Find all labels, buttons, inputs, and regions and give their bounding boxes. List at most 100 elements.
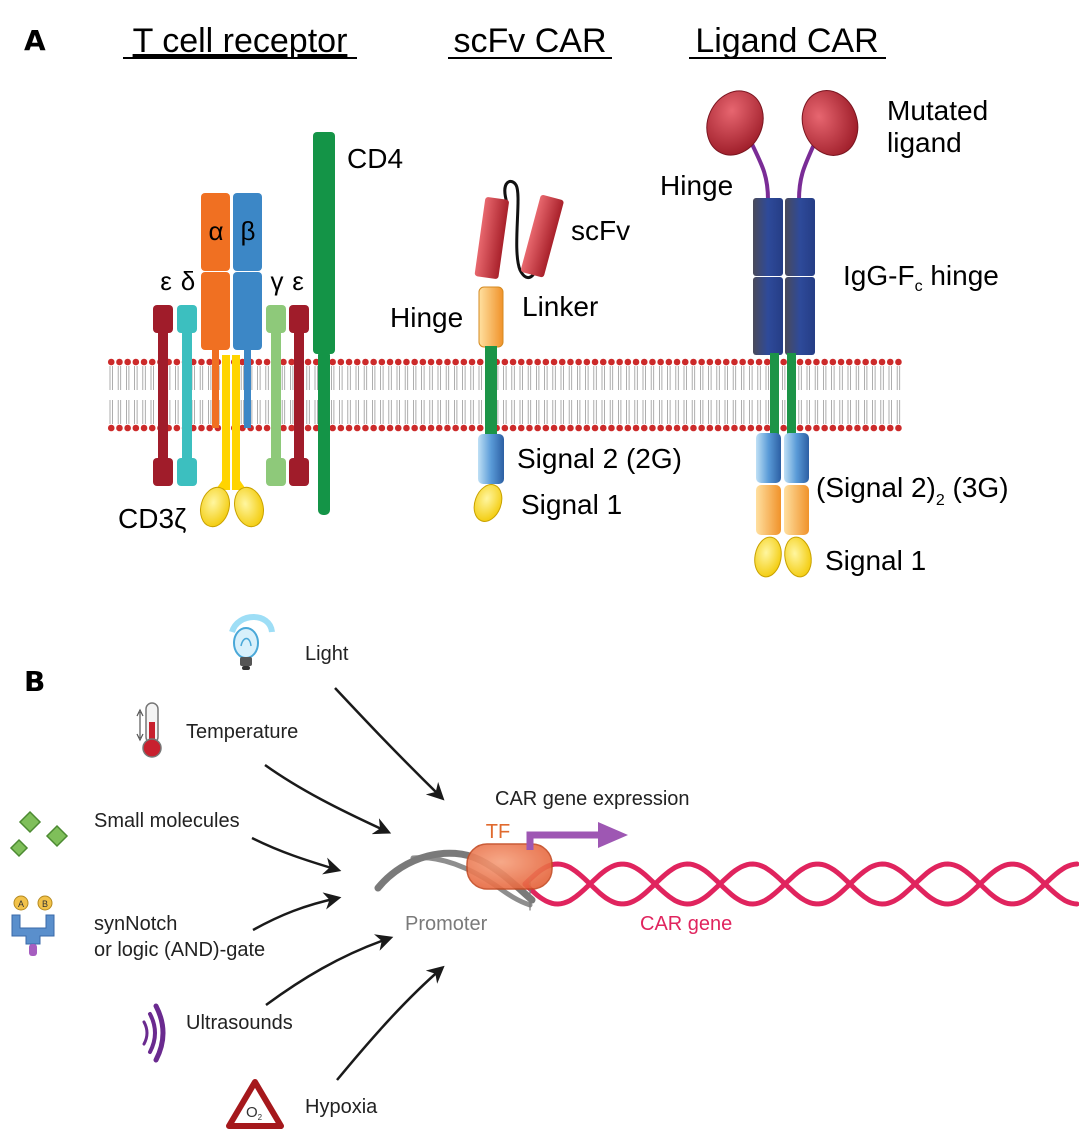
ligand-signal2-label: (Signal 2)2 (3G) [816,472,1009,509]
epsilon-right-label: ε [292,266,304,296]
scfv-signal2-domain [478,434,504,484]
scfv-label: scFv [571,215,630,246]
cd4-label: CD4 [347,143,403,174]
cd3-delta-top [177,305,197,333]
gamma-label: γ [271,266,284,296]
tcr-beta-top [233,193,262,271]
car-gene-label: CAR gene [640,913,732,935]
cd3-delta-stalk [182,330,192,460]
ligand-signal2-right-b [784,485,809,535]
ligand-signal1-left [754,536,782,578]
ligand-signal1-right [784,536,812,578]
hypoxia-warning-icon: O2 [226,1079,284,1129]
scfv-vl-domain [520,194,564,278]
tcr-alpha-top [201,193,230,271]
ligand-hinge-label: Hinge [660,170,733,201]
receptor-a-label: A [18,899,24,909]
cell-membrane [107,358,902,432]
tcr-complex: ε δ α β γ ε CD4 CD3ζ [118,132,403,534]
cd3-epsilon-right-stalk [294,330,304,460]
ligand-car: Mutated ligand Hinge IgG-Fc hinge (Signa… [660,90,1009,578]
synnotch-label-line2: or logic (AND)-gate [94,939,265,961]
scfv-hinge-label: Hinge [390,302,463,333]
fc-left-bottom [753,277,783,355]
ligand-car-title: Ligand CAR [695,22,878,60]
ligand-signal1-label: Signal 1 [825,545,926,576]
cd3-zeta-left-stalk [222,355,230,490]
scfv-signal2-label: Signal 2 (2G) [517,443,682,474]
ultrasound-waves-icon [142,1003,166,1063]
tcr-beta-bottom [233,272,262,350]
ligand-tm-right [787,353,796,435]
ligand-signal2-left-b [756,485,781,535]
cd3zeta-label: CD3ζ [118,503,186,534]
scfv-signal1-domain [473,484,503,522]
mutated-ligand-label-line2: ligand [887,127,962,158]
o2-symbol: O2 [246,1104,263,1122]
cd3-epsilon-left-top [153,305,173,333]
small-molecules-label: Small molecules [94,810,240,832]
ultrasounds-label: Ultrasounds [186,1012,293,1034]
mutated-ligand-label-line1: Mutated [887,95,988,126]
light-bulb-icon [229,614,275,670]
linker-label: Linker [522,291,598,322]
mutated-ligand-right [801,90,859,156]
cd3-epsilon-right-bottom [289,458,309,486]
tcr-title: T cell receptor [133,22,348,60]
cd3-gamma-top [266,305,286,333]
scfv-transmembrane [485,346,497,436]
ultrasounds-arrow [265,934,394,1007]
fc-left-top [753,198,783,276]
alpha-label: α [208,216,223,246]
ligand-signal2-left-a [756,433,781,483]
panel-b-letter: B [24,665,45,698]
tcr-alpha-bottom [201,272,230,350]
cd3-epsilon-left-stalk [158,330,168,460]
synnotch-label-line1: synNotch [94,913,177,935]
scfv-hinge [478,286,504,348]
fc-right-bottom [785,277,815,355]
scfv-signal1-label: Signal 1 [521,489,622,520]
small-molecules-icon [9,810,69,858]
cd3-gamma-stalk [271,330,281,460]
thermometer-icon [136,702,162,758]
ligand-signal2-right-a [784,433,809,483]
cd3-epsilon-left-bottom [153,458,173,486]
ligand-hinge-right [797,139,818,201]
cd3-zeta-right-stalk [232,355,240,490]
hypoxia-label: Hypoxia [305,1096,378,1118]
delta-label: δ [181,266,195,296]
scfv-car-title: scFv CAR [454,22,607,60]
promoter-label: Promoter [405,913,488,935]
scfv-vh-domain [474,197,509,279]
cd4-tail [318,350,330,515]
car-expression-label: CAR gene expression [495,788,690,810]
synnotch-receptor-icon: A B [11,895,55,956]
igg-fc-hinge-label: IgG-Fc hinge [843,260,999,295]
cd3-delta-bottom [177,458,197,486]
cd3-zeta-right-itam [234,486,264,528]
cd3-epsilon-right-top [289,305,309,333]
car-gene-strand-1 [522,861,1079,907]
beta-label: β [241,216,256,246]
tcr-beta-tm [244,348,251,428]
temperature-label: Temperature [186,721,298,743]
small-molecules-arrow [251,836,342,875]
fc-right-top [785,198,815,276]
synnotch-arrow [252,892,342,932]
panel-a-letter: A [24,24,46,57]
tcr-alpha-tm [212,348,219,428]
expression-arrow-icon [526,822,628,850]
epsilon-left-label: ε [160,266,172,296]
ligand-tm-left [770,353,779,435]
tf-label: TF [486,821,510,843]
mutated-ligand-left [706,90,764,156]
scfv-car: scFv Linker Hinge Signal 2 (2G) Signal 1 [390,180,682,522]
light-arrow [334,687,445,801]
cd3-gamma-bottom [266,458,286,486]
input-arrows [251,687,445,1081]
hypoxia-arrow [336,965,445,1081]
cd4-extracellular [313,132,335,354]
car-gene-strand-2 [522,861,1079,907]
